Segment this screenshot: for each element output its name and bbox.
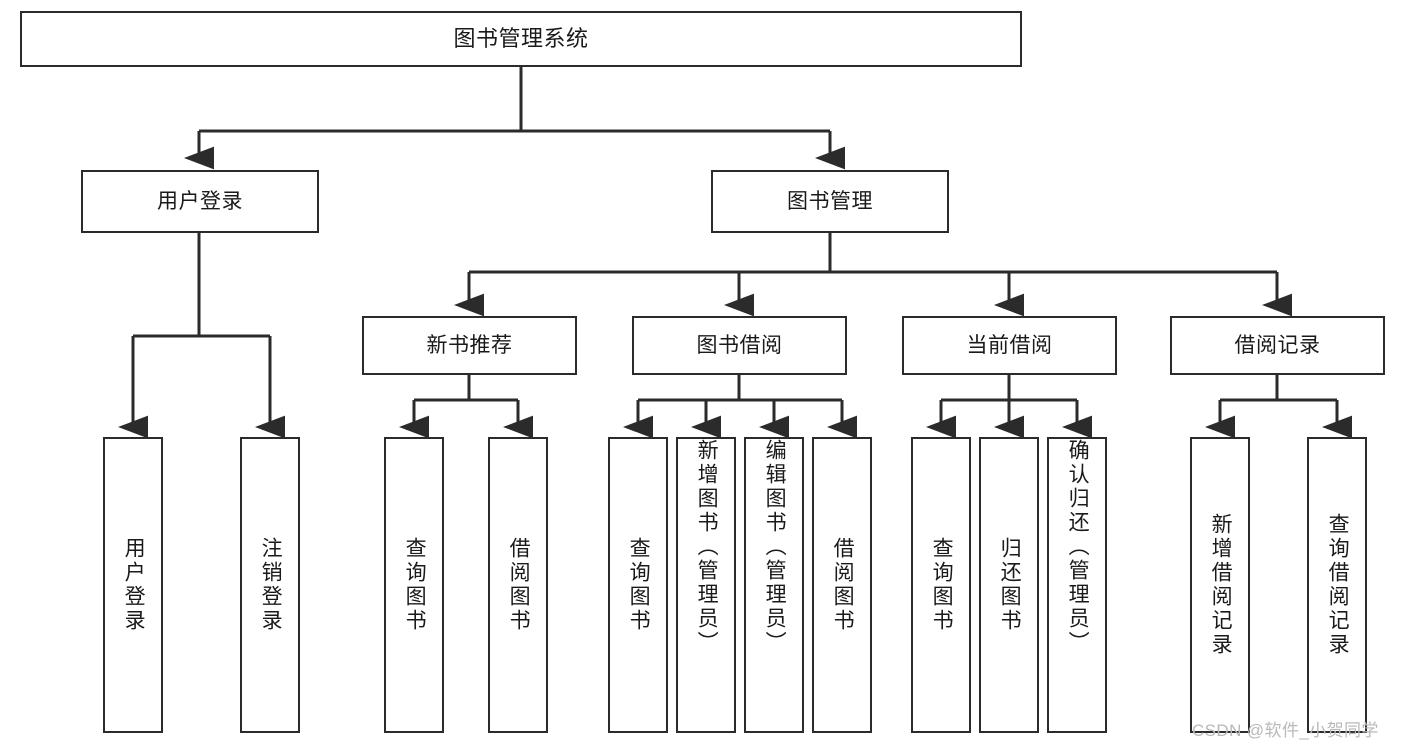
node-leaf-query-book-3-label: 查询图书 [930, 537, 954, 633]
node-leaf-logout-login-label: 注销登录 [259, 537, 283, 633]
node-leaf-query-book-2[interactable]: 查询图书 [608, 437, 668, 733]
node-leaf-confirm-return-label: 确认归还（管理员） [1066, 439, 1090, 655]
node-leaf-user-login[interactable]: 用户登录 [103, 437, 163, 733]
node-book-management-label: 图书管理 [787, 189, 873, 213]
node-leaf-add-record[interactable]: 新增借阅记录 [1190, 437, 1250, 733]
node-root-label: 图书管理系统 [453, 25, 589, 51]
node-new-book-recommend[interactable]: 新书推荐 [362, 316, 577, 375]
node-leaf-add-record-label: 新增借阅记录 [1209, 513, 1233, 657]
node-leaf-return-book[interactable]: 归还图书 [979, 437, 1039, 733]
csdn-watermark: CSDN @软件_小贺同学 [1192, 721, 1379, 740]
node-leaf-add-book-label: 新增图书（管理员） [695, 439, 719, 655]
node-leaf-edit-book[interactable]: 编辑图书（管理员） [744, 437, 804, 733]
node-leaf-add-book[interactable]: 新增图书（管理员） [676, 437, 736, 733]
node-borrow-record-label: 借阅记录 [1234, 333, 1321, 357]
node-leaf-borrow-book-2-label: 借阅图书 [831, 537, 855, 633]
node-leaf-borrow-book-1-label: 借阅图书 [507, 537, 531, 633]
node-book-borrow-label: 图书借阅 [696, 333, 783, 357]
node-new-book-recommend-label: 新书推荐 [426, 333, 513, 357]
node-leaf-query-book-1[interactable]: 查询图书 [384, 437, 444, 733]
node-leaf-query-book-1-label: 查询图书 [403, 537, 427, 633]
node-leaf-confirm-return[interactable]: 确认归还（管理员） [1047, 437, 1107, 733]
node-leaf-borrow-book-2[interactable]: 借阅图书 [812, 437, 872, 733]
node-book-management[interactable]: 图书管理 [711, 170, 949, 233]
node-current-borrow-label: 当前借阅 [966, 333, 1053, 357]
node-leaf-query-record-label: 查询借阅记录 [1326, 513, 1350, 657]
node-current-borrow[interactable]: 当前借阅 [902, 316, 1117, 375]
node-leaf-user-login-label: 用户登录 [122, 537, 146, 633]
node-leaf-query-record[interactable]: 查询借阅记录 [1307, 437, 1367, 733]
node-leaf-query-book-2-label: 查询图书 [627, 537, 651, 633]
node-user-login[interactable]: 用户登录 [81, 170, 319, 233]
node-book-borrow[interactable]: 图书借阅 [632, 316, 847, 375]
node-user-login-label: 用户登录 [157, 189, 243, 213]
node-leaf-borrow-book-1[interactable]: 借阅图书 [488, 437, 548, 733]
node-leaf-return-book-label: 归还图书 [998, 537, 1022, 633]
node-leaf-logout-login[interactable]: 注销登录 [240, 437, 300, 733]
node-leaf-query-book-3[interactable]: 查询图书 [911, 437, 971, 733]
node-leaf-edit-book-label: 编辑图书（管理员） [763, 439, 787, 655]
node-root[interactable]: 图书管理系统 [20, 11, 1022, 67]
node-borrow-record[interactable]: 借阅记录 [1170, 316, 1385, 375]
